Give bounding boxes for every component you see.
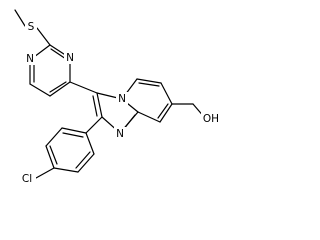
pyrimidine-n1-label: N <box>26 53 34 65</box>
bond-ph2-ph3 <box>45 127 63 147</box>
bond-c5-c6 <box>29 83 51 97</box>
bridgehead-n-label-bg <box>116 92 128 105</box>
bond-ph1-ph2 <box>61 127 87 134</box>
bridgehead-n-label: N <box>118 93 126 105</box>
bond-ph5-ph6 <box>77 153 95 173</box>
bond-c4-c5 <box>49 81 71 97</box>
bond-s-c2 <box>36 27 51 46</box>
bond-c3-c2 <box>96 92 103 118</box>
bond-ph4-ph5 <box>53 167 79 173</box>
bond-ph5-ph6-double <box>75 151 91 169</box>
bond-ph4-cl <box>35 167 55 179</box>
structure-canvas: S N N N N OH Cl <box>14 9 221 185</box>
bond-c4-c5-double <box>49 81 67 93</box>
atom-label-group: S N N N N OH Cl <box>18 20 221 185</box>
imidazole-n-label: N <box>116 128 124 140</box>
chlorine-label-bg <box>18 172 36 185</box>
bond-group <box>14 9 206 179</box>
bond-c2-ph1 <box>85 116 103 134</box>
pyrimidine-n1-label-bg <box>24 52 36 65</box>
bond-c7-c8 <box>159 103 173 123</box>
bond-ph6-ph1 <box>85 132 95 155</box>
chlorine-label: Cl <box>22 173 32 185</box>
bond-ph1-ph2-double <box>62 132 84 138</box>
hydroxyl-label: OH <box>203 113 219 125</box>
sulfur-label-bg <box>25 20 37 33</box>
bond-c3-c2-double <box>92 95 98 117</box>
pyrimidine-n3-label: N <box>66 52 74 64</box>
bond-c8-c8a <box>137 111 161 123</box>
bond-c4-c3 <box>69 81 98 94</box>
bond-ph3-ph4 <box>45 145 55 169</box>
hydroxyl-label-bg <box>201 112 221 125</box>
bond-c5-c6 <box>136 78 162 84</box>
bond-methyl-s <box>14 9 26 27</box>
imidazole-n-label-bg <box>114 127 126 140</box>
bond-ph3-ph4-double <box>49 145 58 165</box>
bond-c7-c8-double <box>157 103 169 119</box>
sulfur-label: S <box>28 21 35 33</box>
molecule-structure-diagram: S N N N N OH Cl <box>14 9 221 185</box>
pyrimidine-n3-label-bg <box>64 51 76 64</box>
bond-c5-c6-double <box>138 82 160 87</box>
bond-c6-c7 <box>160 82 173 105</box>
